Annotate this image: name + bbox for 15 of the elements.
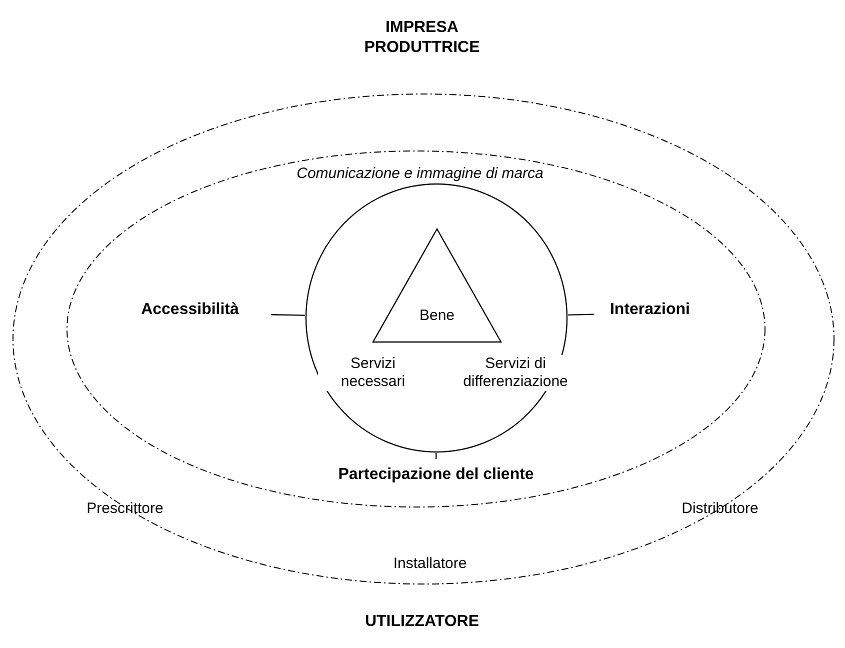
ring-label: Installatore [392, 555, 468, 573]
bold-label: Partecipazione del cliente [326, 465, 546, 515]
ring-label: Prescrittore [86, 500, 164, 518]
ring-label: Distributore [680, 500, 760, 518]
triangle [372, 228, 502, 343]
outer-ellipse [12, 93, 835, 585]
leader-line [270, 314, 306, 316]
bold-label: Interazioni [600, 300, 700, 326]
leader-line [436, 453, 437, 459]
bottom-heading: UTILIZZATORE [364, 612, 480, 632]
caption-text: Comunicazione e immagine di marca [296, 165, 544, 183]
top-heading: IMPRESA PRODUTTRICE [363, 18, 481, 58]
leader-line [568, 314, 594, 316]
triangle-label: Bene [418, 307, 456, 325]
bold-label: Accessibilità [115, 300, 265, 326]
